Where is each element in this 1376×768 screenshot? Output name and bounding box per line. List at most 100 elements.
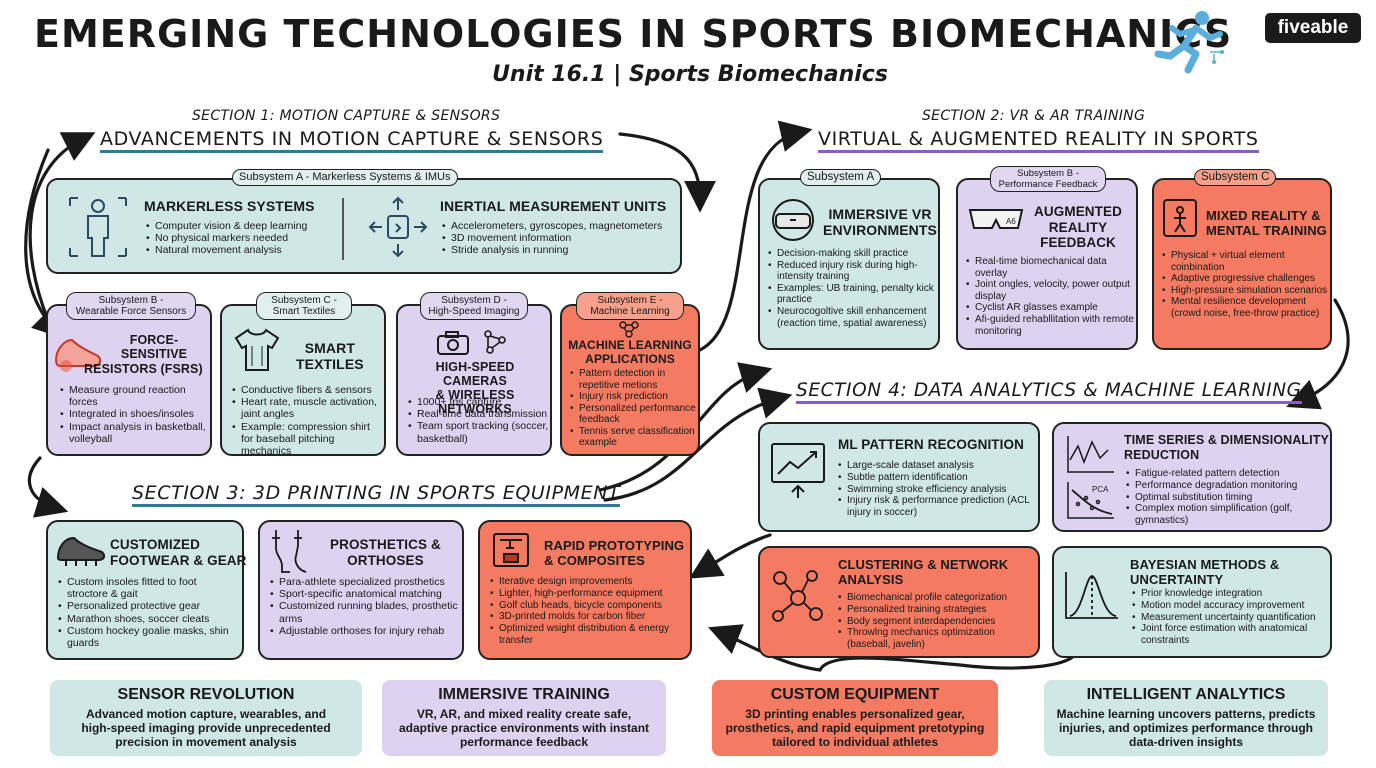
list-item: Injury risk prediction bbox=[570, 391, 696, 403]
runner-icon bbox=[1154, 11, 1224, 74]
time-series-title: TIME SERIES & DIMENSIONALITY REDUCTION bbox=[1124, 433, 1329, 462]
fsr-title-line3: RESISTORS (FSRs) bbox=[84, 362, 203, 376]
summary-line: Machine learning uncovers patterns, pred… bbox=[1056, 707, 1316, 721]
list-item: Cyclist AR glasses example bbox=[966, 302, 1134, 314]
ml-pattern-list: Large-scale dataset analysis Subtle patt… bbox=[838, 460, 1034, 519]
summary-line: high-speed imaging provide unprecedented bbox=[81, 721, 331, 735]
list-item: Measurement uncertainty quantification bbox=[1132, 612, 1328, 624]
list-item: Impact analysis in basketball, volleybal… bbox=[60, 421, 210, 445]
title-line: BAYESIAN METHODS & bbox=[1130, 557, 1280, 572]
tag-line: Machine Learning bbox=[590, 306, 670, 317]
summary-text: 3D printing enables personalized gear, p… bbox=[712, 707, 998, 749]
list-item: Joint force estimation with anatomical c… bbox=[1132, 623, 1328, 647]
title-line: TEXTILES bbox=[296, 356, 364, 372]
summary-custom-equipment: CUSTOM EQUIPMENT 3D printing enables per… bbox=[712, 680, 998, 756]
list-item: Mental resilience development (crowd noi… bbox=[1162, 296, 1328, 319]
ar-tag: Subsystem B - Performance Feedback bbox=[990, 166, 1106, 192]
title-line: FEEDBACK bbox=[1040, 235, 1116, 250]
summary-text: Advanced motion capture, wearables, and … bbox=[50, 707, 362, 749]
ar-glasses-icon: A6 bbox=[968, 209, 1024, 229]
list-item: Personalized protective gear bbox=[58, 600, 240, 612]
rapid-prototyping-list: Iterative design improvements Lighter, h… bbox=[490, 576, 688, 647]
imu-sensor-icon bbox=[368, 196, 428, 258]
subsystem-c-tag: Subsystem C - Smart Textiles bbox=[256, 292, 352, 320]
list-item: Conductive fibers & sensors bbox=[232, 384, 382, 396]
list-item: Custom insoles fitted to foot stroctore … bbox=[58, 576, 240, 600]
title-line: ANALYSIS bbox=[838, 572, 904, 587]
bell-curve-icon bbox=[1065, 572, 1118, 619]
tag-line: Subsystem C - bbox=[271, 295, 337, 306]
list-item: Optimized wsight distribution & energy t… bbox=[490, 623, 688, 647]
title-line: IMMERSIVE VR bbox=[828, 206, 932, 222]
clustering-title: CLUSTERING & NETWORK ANALYSIS bbox=[838, 557, 1008, 587]
tag-line: High-Speed Imaging bbox=[428, 306, 520, 317]
cluster-network-icon bbox=[772, 570, 823, 622]
clustering-list: Biomechanical profile categorization Per… bbox=[838, 592, 1036, 651]
list-item: Large-scale dataset analysis bbox=[838, 460, 1034, 472]
high-speed-list: 1000+ fps capture Real-time data transmi… bbox=[408, 396, 550, 445]
section2-heading: VIRTUAL & AUGMENTED REALITY IN SPORTS bbox=[818, 128, 1259, 153]
list-item: Biomechanical profile categorization bbox=[838, 592, 1036, 604]
summary-line: Advanced motion capture, wearables, and bbox=[85, 707, 327, 721]
list-item: Swimming stroke efficiency analysis bbox=[838, 484, 1034, 496]
ar-title: AUGMENTED REALITY FEEDBACK bbox=[1030, 204, 1126, 251]
summary-intelligent-analytics: INTELLIGENT ANALYTICS Machine learning u… bbox=[1044, 680, 1328, 756]
shoe-sensor-icon bbox=[54, 338, 102, 372]
list-item: Neurocogoltive skill enhancement (reacti… bbox=[768, 306, 938, 329]
mixed-reality-icon bbox=[1163, 199, 1197, 237]
summary-title: CUSTOM EQUIPMENT bbox=[770, 686, 940, 703]
list-item: Real-time data transmission bbox=[408, 408, 550, 420]
prosthetic-leg-icon bbox=[272, 530, 307, 573]
list-item: Example: compression shirt for baseball … bbox=[232, 421, 382, 458]
list-item: Performance degradation monitoring bbox=[1126, 480, 1326, 492]
title-line: PROSTHETICS & bbox=[330, 537, 441, 552]
list-item: Natural movement analysis bbox=[146, 244, 307, 256]
tag-line: Performance Feedback bbox=[998, 179, 1098, 190]
summary-line: VR, AR, and mixed reality create safe, bbox=[416, 707, 632, 721]
title-line: MACHINE LEARNING bbox=[568, 338, 692, 352]
title-line: SENSITIVE bbox=[120, 347, 188, 361]
title-line: REALITY bbox=[1048, 219, 1108, 235]
list-item: Lighter, high-performance equipment bbox=[490, 588, 688, 600]
list-item: Prior knowledge integration bbox=[1132, 588, 1328, 600]
bayesian-title: BAYESIAN METHODS & UNCERTAINTY bbox=[1130, 557, 1279, 587]
vr-tag: Subsystem A bbox=[800, 169, 882, 186]
subsystem-d-tag: Subsystem D - High-Speed Imaging bbox=[420, 292, 528, 320]
ml-applications-list: Pattern detection in repetitive metions … bbox=[570, 368, 696, 449]
page-subtitle: Unit 16.1 | Sports Biomechanics bbox=[492, 62, 888, 87]
subsystem-e-tag: Subsystem E - Machine Learning bbox=[576, 292, 684, 320]
summary-line: data-driven insights bbox=[1128, 735, 1244, 749]
mixed-reality-list: Physical + virtual element coinbination … bbox=[1162, 250, 1328, 320]
list-item: Team sport tracking (soccer, basketball) bbox=[408, 420, 550, 444]
list-item: Stride analysis in running bbox=[442, 244, 662, 256]
title-line: FORCE- bbox=[129, 333, 179, 347]
tag-line: Subsystem B - bbox=[98, 295, 164, 306]
title-line: TIME SERIES & DIMENSIONALITY bbox=[1124, 433, 1329, 447]
summary-line: prosthetics, and rapid equipment pretoty… bbox=[725, 721, 985, 735]
list-item: Physical + virtual element coinbination bbox=[1162, 250, 1328, 273]
imu-list: Accelerometers, gyroscopes, magnetometer… bbox=[442, 220, 662, 257]
trend-chart-icon bbox=[771, 443, 825, 498]
vr-headset-icon bbox=[772, 199, 814, 241]
markerless-title: MARKERLESS SYSTEMS bbox=[144, 198, 315, 214]
pca-label: PCA bbox=[1092, 485, 1109, 494]
tag-line: Wearable Force Sensors bbox=[75, 306, 187, 317]
title-line: APPLICATIONS bbox=[585, 352, 675, 366]
list-item: Optimal substitution timing bbox=[1126, 492, 1326, 504]
list-item: Measure ground reaction forces bbox=[60, 384, 210, 408]
list-item: Subtle pattern identification bbox=[838, 472, 1034, 484]
ar-label: A6 bbox=[1006, 217, 1016, 226]
list-item: Complex motion simplification (golf, gym… bbox=[1126, 503, 1326, 527]
list-item: Pattern detection in repetitive metions bbox=[570, 368, 696, 391]
page-title: EMERGING TECHNOLOGIES IN SPORTS BIOMECHA… bbox=[34, 12, 1233, 56]
network-icon bbox=[484, 330, 506, 354]
shirt-icon bbox=[234, 328, 280, 371]
fiveable-logo[interactable]: fiveable bbox=[1265, 13, 1361, 43]
tag-line: Subsystem B - bbox=[1017, 168, 1079, 179]
list-item: Fatigue-related pattern detection bbox=[1126, 468, 1326, 480]
ar-list: Real-time biomechanical data overlay Joi… bbox=[966, 256, 1134, 337]
list-item: Para-athlete specialized prosthetics bbox=[270, 576, 460, 588]
section3-heading: SECTION 3: 3D PRINTING IN SPORTS EQUIPME… bbox=[132, 482, 621, 507]
title-line: HIGH-SPEED CAMERAS bbox=[435, 360, 515, 388]
list-item: Iterative design improvements bbox=[490, 576, 688, 588]
